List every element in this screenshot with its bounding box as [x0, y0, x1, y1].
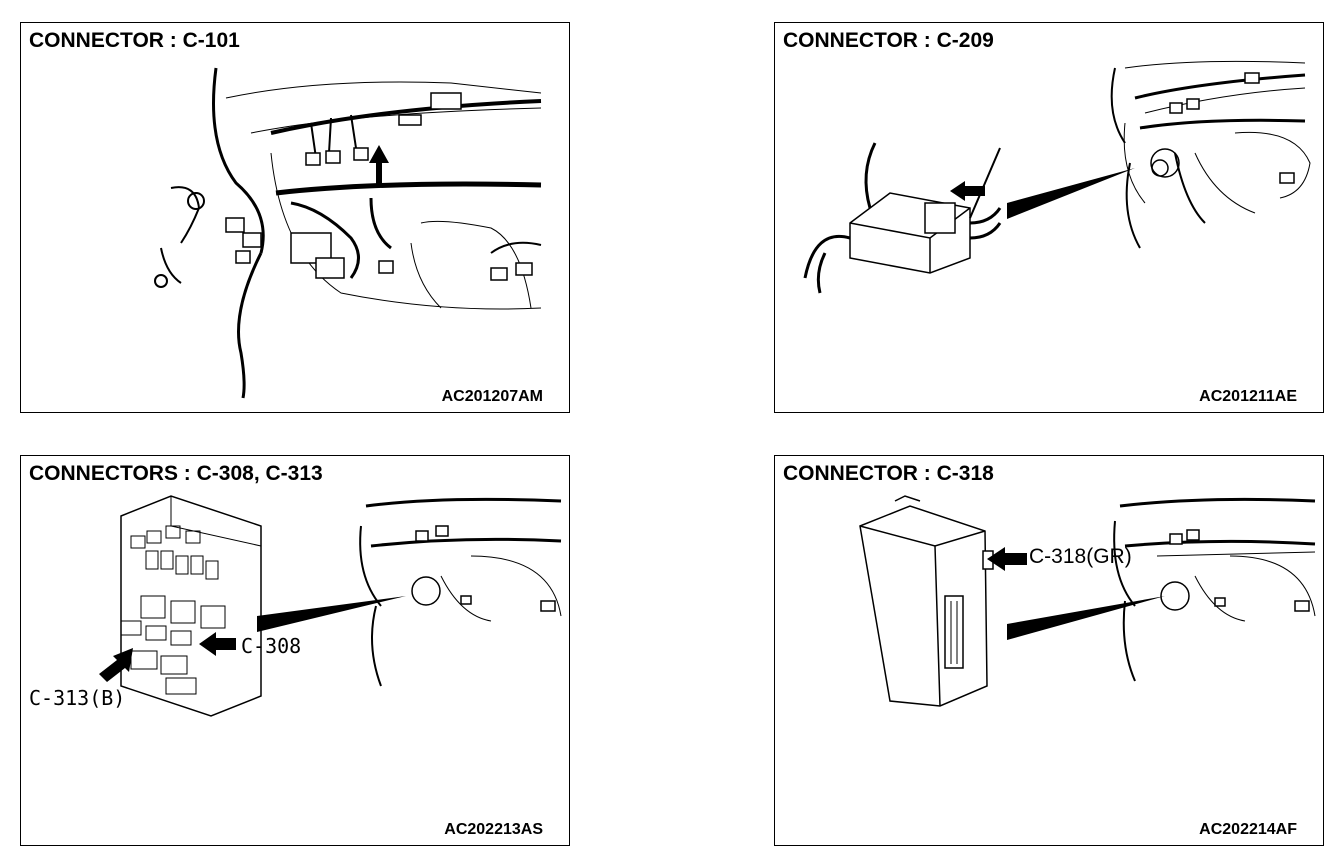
diagram-panel-c101: CONNECTOR : C-101 AC201207AM	[20, 22, 570, 413]
diagram-panel-c209: CONNECTOR : C-209 AC201211AE	[774, 22, 1324, 413]
harness-illustration	[803, 60, 1311, 294]
callout-c308: C-308	[241, 634, 302, 658]
figure-code: AC201207AM	[441, 388, 543, 405]
figure-code: AC201211AE	[1199, 388, 1297, 405]
diagram-panel-c308-c313: CONNECTORS : C-308, C-313 C-308 C-313(B)…	[20, 455, 570, 846]
panel-title: CONNECTORS : C-308, C-313	[29, 462, 323, 485]
callout-c318: C-318(GR)	[1029, 545, 1132, 568]
figure-code: AC202213AS	[444, 821, 543, 838]
harness-illustration	[154, 67, 542, 399]
panel-title: CONNECTOR : C-101	[29, 29, 240, 52]
panel-title: CONNECTOR : C-318	[783, 462, 994, 485]
callout-c313: C-313(B)	[29, 686, 126, 710]
control-unit-illustration	[859, 495, 1316, 707]
junction-block-illustration	[99, 495, 562, 717]
panel-title: CONNECTOR : C-209	[783, 29, 994, 52]
figure-code: AC202214AF	[1199, 821, 1297, 838]
diagram-panel-c318: CONNECTOR : C-318 C-318(GR) AC202214AF	[774, 455, 1324, 846]
